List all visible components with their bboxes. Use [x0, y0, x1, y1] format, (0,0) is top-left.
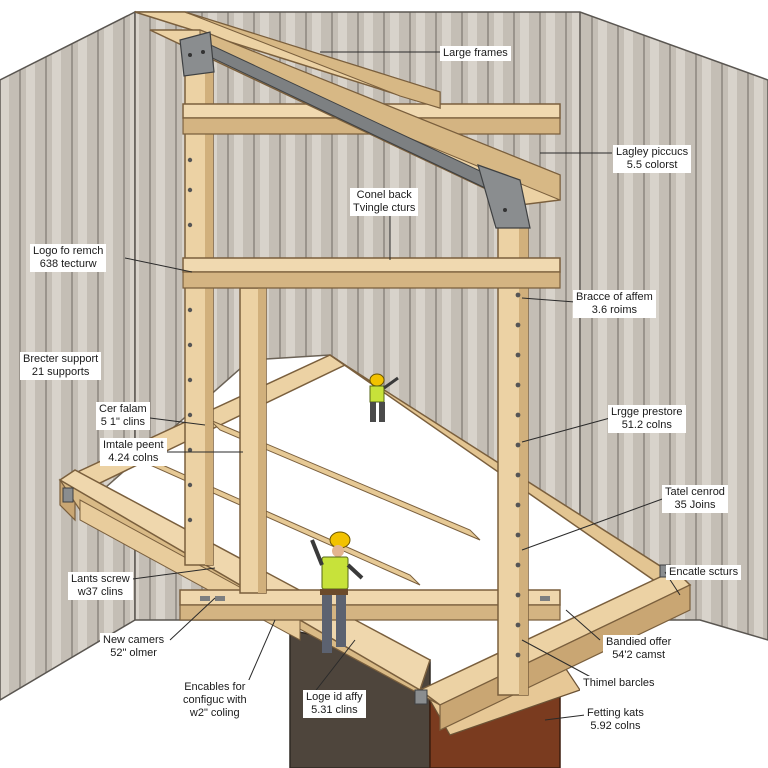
post-center	[239, 287, 267, 594]
label-loge-line1: Loge id affy	[306, 691, 363, 703]
corner-bracket-front	[414, 689, 428, 705]
label-lrgge: Lrgge prestore 51.2 colns	[608, 405, 686, 433]
label-bandied-line1: Bandied offer	[606, 636, 672, 648]
label-cer-falam-line1: Cer falam	[99, 403, 147, 415]
label-bracce-line1: Bracce of affem	[576, 291, 653, 303]
label-tatel-line1: Tatel cenrod	[665, 486, 725, 498]
label-bandied-line2: 54'2 camst	[612, 649, 666, 661]
floor-joist-a	[209, 419, 481, 541]
label-fetting-line1: Fetting kats	[587, 707, 644, 719]
label-thimel-line1: Thimel barcles	[583, 677, 655, 689]
label-loge-line2: 5.31 clins	[311, 704, 358, 716]
label-conel-line1: Conel back	[356, 189, 412, 201]
label-logo-remch-line1: Logo fo remch	[33, 245, 104, 257]
label-imtale-line2: 4.24 colns	[108, 452, 159, 464]
label-new-camers-line1: New camers	[103, 634, 165, 646]
label-cer-falam-line2: 5 1" clins	[100, 416, 145, 428]
leader-lines	[124, 51, 681, 721]
label-large-frames-line1: Large frames	[443, 47, 508, 59]
label-encables-line2: configuc with	[183, 694, 247, 706]
label-lants: Lants screw w37 clins	[68, 572, 133, 600]
label-lagley-line2: 5.5 colorst	[626, 159, 678, 171]
label-logo-remch: Logo fo remch 638 tecturw	[30, 244, 107, 272]
worker-lower	[310, 531, 364, 653]
label-large-frames: Large frames	[440, 46, 511, 61]
right-bracket	[477, 164, 531, 229]
label-loge: Loge id affy 5.31 clins	[303, 690, 366, 718]
label-lrgge-line1: Lrgge prestore	[611, 406, 683, 418]
label-encables-line1: Encables for	[184, 681, 246, 693]
label-new-camers-line2: 52" olmer	[110, 647, 157, 659]
label-imtale-line1: Imtale peent	[103, 439, 164, 451]
label-lrgge-line2: 51.2 colns	[621, 419, 672, 431]
label-tatel: Tatel cenrod 35 Joins	[662, 485, 728, 513]
top-bracket	[179, 31, 215, 77]
label-fetting: Fetting kats 5.92 colns	[584, 706, 647, 734]
label-lagley-line1: Lagley piccucs	[616, 146, 689, 158]
label-imtale: Imtale peent 4.24 colns	[100, 438, 167, 466]
label-tatel-line2: 35 Joins	[674, 499, 716, 511]
label-lants-line1: Lants screw	[71, 573, 130, 585]
label-conel: Conel back Tvingle cturs	[350, 188, 419, 216]
label-bandied: Bandied offer 54'2 camst	[603, 635, 675, 663]
label-conel-line2: Tvingle cturs	[353, 202, 416, 214]
label-lagley: Lagley piccucs 5.5 colorst	[613, 145, 692, 173]
label-logo-remch-line2: 638 tecturw	[39, 258, 97, 270]
front-cross-beam	[179, 589, 561, 621]
post-right-front	[497, 219, 529, 696]
label-encatle: Encatle scturs	[666, 565, 742, 580]
mid-horizontal-beam	[182, 257, 561, 289]
label-lants-line2: w37 clins	[77, 586, 123, 598]
label-brecter-line2: 21 supports	[31, 366, 90, 378]
corner-bracket-left	[62, 487, 74, 503]
label-thimel: Thimel barcles	[580, 676, 658, 691]
label-cer-falam: Cer falam 5 1" clins	[96, 402, 150, 430]
label-new-camers: New camers 52" olmer	[100, 633, 168, 661]
label-encables-line3: w2" coling	[189, 707, 240, 719]
label-fetting-line2: 5.92 colns	[590, 720, 641, 732]
label-bracce-line2: 3.6 roims	[591, 304, 638, 316]
label-brecter-line1: Brecter support	[23, 353, 99, 365]
label-bracce: Bracce of affem 3.6 roims	[573, 290, 656, 318]
label-encables: Encables for configuc with w2" coling	[180, 680, 250, 721]
label-encatle-line1: Encatle scturs	[669, 566, 739, 578]
worker-upper	[369, 373, 399, 422]
label-brecter: Brecter support 21 supports	[20, 352, 102, 380]
